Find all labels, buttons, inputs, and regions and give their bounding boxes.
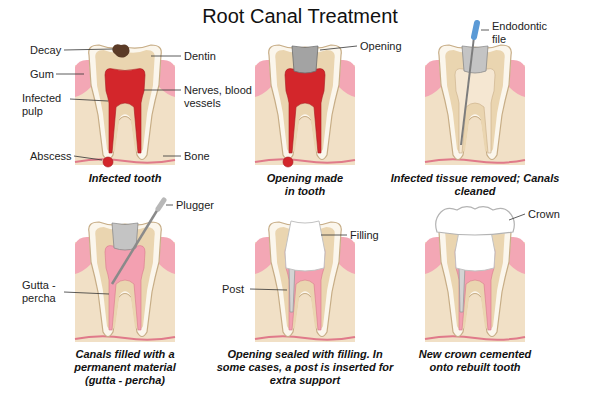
sealed-tooth: [255, 221, 355, 342]
opened-tooth-part: [292, 46, 318, 73]
part-label: Plugger: [176, 199, 214, 212]
cleaned-tooth-part: [462, 46, 488, 73]
leader-lines-part: [250, 289, 287, 290]
part-label: Nerves, blood vessels: [184, 84, 254, 110]
crowned-tooth-part: [459, 266, 465, 312]
sealed-tooth-part: [285, 221, 325, 271]
leader-lines-part: [509, 214, 525, 220]
leader-lines-part: [56, 74, 84, 75]
infected-tooth-part: [75, 45, 175, 165]
leader-lines: [56, 30, 525, 294]
leader-lines-part: [74, 156, 102, 160]
leader-lines-part: [481, 30, 489, 31]
panel-caption: Infected tissue removed; Canals cleaned: [388, 172, 563, 198]
filled-canal-tooth-part: [75, 222, 175, 342]
opened-tooth: [255, 45, 355, 167]
panel-caption: Infected tooth: [40, 172, 210, 185]
infected-tooth: [75, 44, 175, 167]
leader-lines-part: [70, 99, 108, 101]
panel-caption: Opening sealed with filling. In some cas…: [216, 348, 394, 387]
panel-caption: Opening made in tooth: [262, 172, 348, 198]
infected-tooth-part: [112, 44, 129, 57]
part-label: Abscess: [30, 150, 72, 163]
part-label: Crown: [528, 208, 560, 221]
part-label: Post: [222, 283, 244, 296]
filled-canal-tooth: [75, 200, 175, 342]
crowned-tooth-part: [425, 222, 525, 342]
leader-lines-part: [144, 90, 181, 91]
panel-caption: New crown cemented onto rebuilt tooth: [413, 348, 538, 374]
panel-caption: Canals filled with a permanent material …: [61, 348, 189, 387]
part-label: Dentin: [184, 50, 216, 63]
leader-lines-part: [64, 292, 109, 294]
part-label: Opening: [360, 40, 402, 53]
cleaned-tooth-part: [425, 45, 525, 165]
leader-lines-part: [166, 205, 173, 206]
leader-lines-part: [151, 56, 181, 57]
filled-canal-tooth-part: [158, 200, 164, 209]
filled-canal-tooth-part: [112, 204, 161, 284]
opened-tooth-part: [285, 69, 325, 153]
part-label: Infected pulp: [22, 92, 70, 118]
cleaned-tooth-part: [474, 23, 477, 37]
filled-canal-tooth-part: [105, 246, 145, 330]
crowned-tooth: [425, 207, 525, 342]
leader-lines-part: [321, 235, 347, 236]
sealed-tooth-part: [289, 266, 295, 312]
opened-tooth-part: [283, 157, 293, 167]
part-label: Gutta - percha: [22, 279, 62, 305]
leader-lines-part: [320, 46, 357, 50]
opened-tooth-part: [255, 45, 355, 165]
part-label: Bone: [184, 150, 210, 163]
cleaned-tooth-part: [461, 37, 474, 145]
leader-lines-part: [163, 156, 181, 157]
leader-lines-part: [64, 49, 113, 50]
part-label: Endodontic file: [492, 20, 554, 46]
infected-tooth-part: [103, 157, 113, 167]
sealed-tooth-part: [255, 222, 355, 342]
part-label: Filling: [350, 229, 379, 242]
part-label: Gum: [30, 68, 54, 81]
cleaned-tooth: [425, 23, 525, 165]
crowned-tooth-part: [436, 207, 515, 235]
infected-tooth-part: [105, 69, 145, 153]
part-label: Decay: [30, 44, 61, 57]
